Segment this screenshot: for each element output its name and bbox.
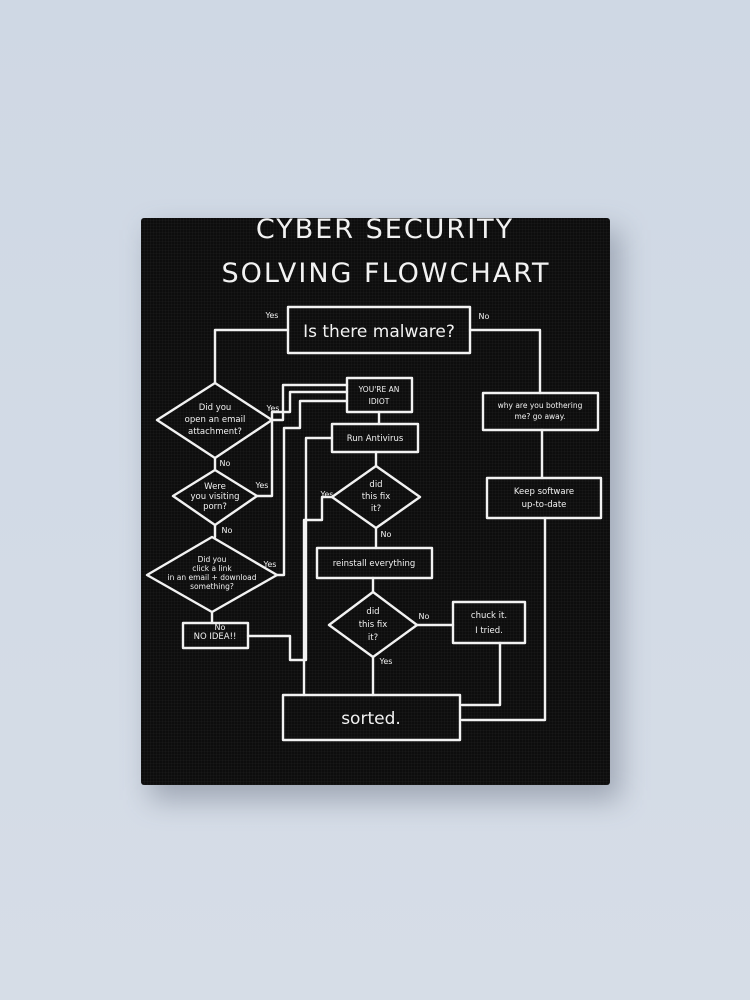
node-fix1: did this fix it?: [330, 464, 422, 530]
node-reinstall: reinstall everything: [315, 546, 434, 580]
label-yes: Yes: [265, 311, 279, 320]
label-yes: Yes: [379, 657, 393, 666]
svg-text:porn?: porn?: [203, 502, 227, 512]
svg-text:NO IDEA!!: NO IDEA!!: [194, 632, 237, 642]
label-yes: Yes: [263, 560, 277, 569]
svg-text:you visiting: you visiting: [191, 492, 240, 502]
svg-text:YOU'RE AN: YOU'RE AN: [358, 385, 400, 394]
svg-text:Keep software: Keep software: [514, 487, 574, 497]
svg-text:attachment?: attachment?: [188, 427, 242, 437]
connectors: [210, 328, 547, 722]
svg-text:open an email: open an email: [185, 415, 246, 425]
svg-text:chuck it.: chuck it.: [471, 611, 507, 621]
svg-text:this fix: this fix: [362, 492, 391, 502]
node-idiot: YOU'RE AN IDIOT: [345, 376, 414, 414]
label-no: No: [479, 312, 490, 321]
svg-text:something?: something?: [190, 582, 234, 591]
node-keep-software: Keep software up-to-date: [485, 476, 603, 520]
svg-text:IDIOT: IDIOT: [369, 397, 390, 406]
label-no: No: [419, 612, 430, 621]
svg-text:I tried.: I tried.: [475, 626, 503, 636]
svg-text:up-to-date: up-to-date: [522, 500, 567, 510]
svg-text:did: did: [369, 480, 382, 490]
node-malware: Is there malware?: [286, 305, 472, 355]
flowchart: CYBER SECURITY SOLVING FLOWCHART Is ther…: [145, 218, 603, 742]
svg-text:click a link: click a link: [192, 564, 232, 573]
svg-text:why are you bothering: why are you bothering: [498, 401, 583, 410]
svg-text:Did you: Did you: [199, 403, 232, 413]
node-click-link: Did you click a link in an email + downl…: [145, 535, 279, 614]
svg-text:did: did: [366, 607, 379, 617]
label-no: No: [220, 459, 231, 468]
node-why-bother: why are you bothering me? go away.: [481, 391, 600, 432]
svg-text:this fix: this fix: [359, 620, 388, 630]
node-chuck-it: chuck it. I tried.: [451, 600, 527, 645]
node-email-attachment: Did you open an email attachment?: [155, 381, 274, 460]
node-porn: Were you visiting porn?: [171, 468, 259, 527]
label-yes: Yes: [320, 490, 334, 499]
label-no: No: [222, 526, 233, 535]
svg-text:reinstall everything: reinstall everything: [333, 559, 416, 569]
svg-text:me? go away.: me? go away.: [514, 412, 565, 421]
label-no: No: [381, 530, 392, 539]
node-run-antivirus: Run Antivirus: [330, 422, 420, 454]
svg-text:Were: Were: [204, 482, 226, 492]
node-no-idea: NO IDEA!!: [181, 621, 250, 650]
title-line1: CYBER SECURITY: [256, 218, 514, 245]
svg-text:it?: it?: [371, 504, 381, 514]
svg-text:Run Antivirus: Run Antivirus: [347, 434, 404, 444]
svg-text:Did you: Did you: [198, 555, 227, 564]
label-yes: Yes: [266, 404, 280, 413]
label-yes: Yes: [255, 481, 269, 490]
svg-text:it?: it?: [368, 633, 378, 643]
node-fix2: did this fix it?: [327, 590, 419, 659]
title-line2: SOLVING FLOWCHART: [221, 258, 550, 289]
svg-text:sorted.: sorted.: [341, 709, 401, 729]
canvas-print: CYBER SECURITY SOLVING FLOWCHART Is ther…: [141, 218, 610, 785]
svg-text:in an email + download: in an email + download: [168, 573, 257, 582]
label-no: No: [215, 623, 226, 632]
svg-text:Is there malware?: Is there malware?: [303, 322, 455, 342]
node-sorted: sorted.: [281, 693, 462, 742]
